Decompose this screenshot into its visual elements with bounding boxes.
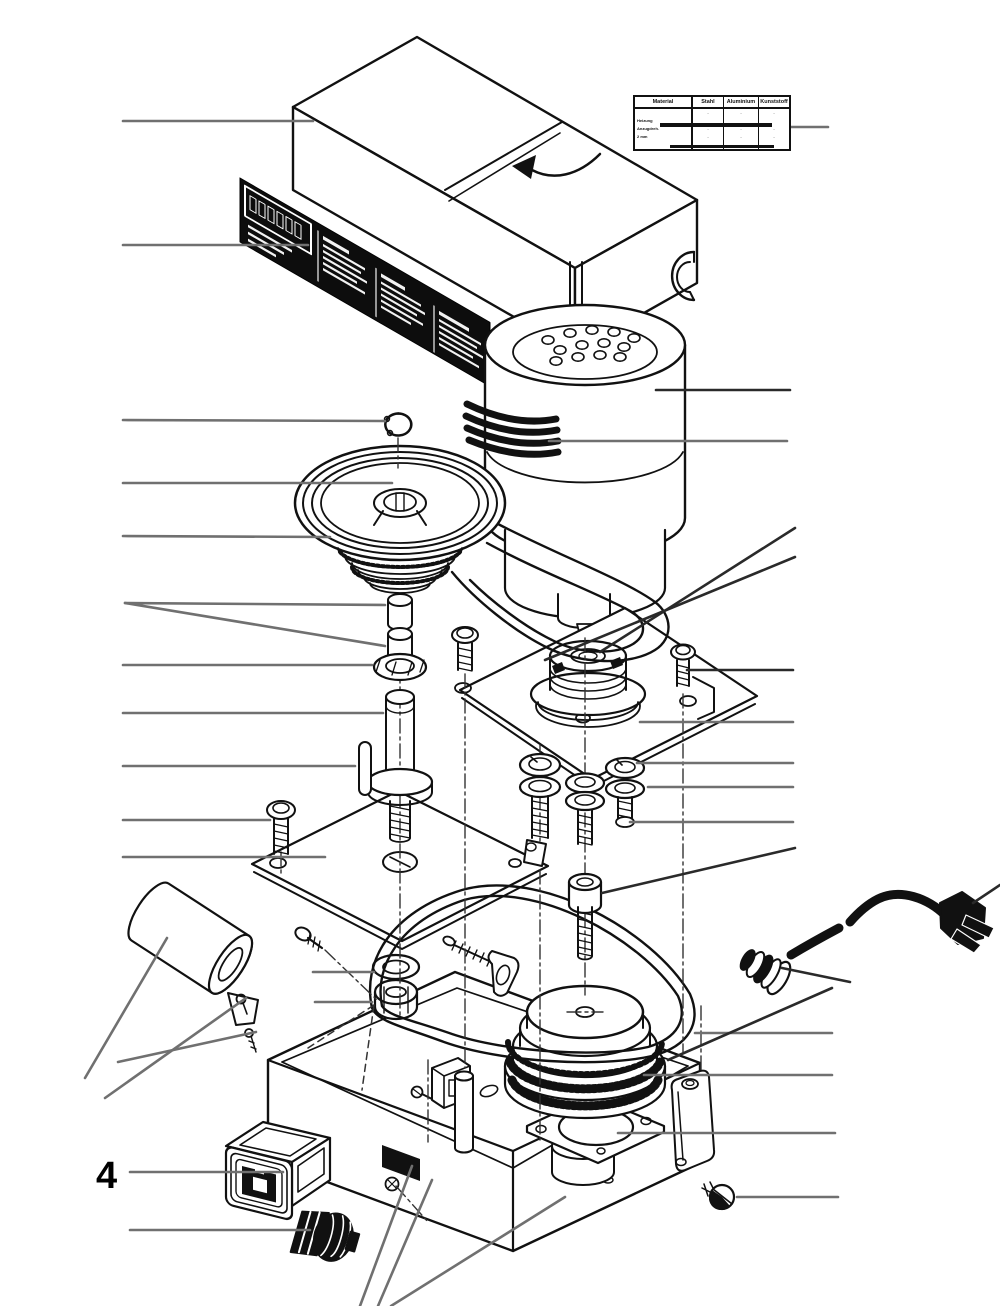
table-header-material: Material xyxy=(634,96,693,109)
brand-logo xyxy=(244,184,312,256)
lower-belt xyxy=(368,884,696,1064)
table-streak-2 xyxy=(670,145,774,148)
table-cell: - xyxy=(723,133,759,141)
power-cord xyxy=(739,890,995,996)
motor xyxy=(462,303,687,647)
power-switch-module xyxy=(224,1120,332,1221)
spindle-bearing xyxy=(372,652,428,682)
tilt-screw xyxy=(294,926,324,952)
materials-table: Material Stahl Aluminium Kunststoff ---H… xyxy=(633,95,791,151)
leader-connector xyxy=(780,966,852,984)
table-cell: - xyxy=(723,125,759,133)
nameplate-label xyxy=(239,177,491,387)
table-cell: - xyxy=(692,125,724,133)
washer-stack-b xyxy=(564,772,606,846)
leader-base-label xyxy=(358,1164,414,1306)
table-row: 2 mm--- xyxy=(634,133,790,141)
table-cell: - xyxy=(692,133,724,141)
leader-base-housing xyxy=(389,1195,567,1306)
table-row-label: Anzugdreh. xyxy=(634,125,693,133)
table-row: Anzugdreh.--- xyxy=(634,125,790,133)
table-row-label: Heizung xyxy=(634,117,693,125)
leader-plug xyxy=(971,883,1000,905)
spindle-washer-nut xyxy=(371,953,421,1021)
drive-pin xyxy=(358,741,372,796)
capacitor xyxy=(127,881,254,995)
table-header-aluminium: Aluminium xyxy=(723,96,759,109)
washer-stack-c xyxy=(604,756,646,828)
table-row: --- xyxy=(634,108,790,117)
table-cell xyxy=(723,117,759,125)
washer-stack-a xyxy=(518,752,562,867)
leader-socket-screw xyxy=(600,846,797,895)
thumb-screw xyxy=(701,1181,736,1211)
leader-clamp xyxy=(103,996,248,1100)
upper-belt xyxy=(450,522,670,663)
hidden-lines xyxy=(307,1004,375,1091)
belt-clamp xyxy=(442,935,520,997)
leader-clamp-screw xyxy=(116,1030,258,1064)
cover-latch-icon xyxy=(670,250,696,302)
table-streak-1 xyxy=(660,123,772,127)
leader-capacitor xyxy=(83,936,169,1080)
leader-pulley-cone xyxy=(121,534,332,539)
spacer-bushings xyxy=(387,593,413,663)
leader-lines xyxy=(83,119,1000,1306)
leader-retaining-ring xyxy=(121,418,387,423)
open-direction-arrow-icon xyxy=(512,152,602,179)
table-row-label xyxy=(634,108,693,117)
leader-bushing-2 xyxy=(123,601,387,648)
plate-screw-left xyxy=(266,800,296,855)
table-header-stahl: Stahl xyxy=(692,96,724,109)
leader-base-screw xyxy=(376,1178,434,1306)
support-post xyxy=(454,1070,474,1154)
table-cell: - xyxy=(773,126,775,131)
socket-head-screw xyxy=(567,872,603,961)
cable-gland xyxy=(289,1210,361,1262)
mount-screw-right xyxy=(670,643,696,687)
cord-connector xyxy=(739,949,792,996)
retaining-ring xyxy=(383,412,413,437)
motor-vent-holes xyxy=(541,324,641,366)
table-cell: - xyxy=(723,108,759,117)
table-cell: - xyxy=(773,110,775,115)
pulley-hub xyxy=(373,488,427,526)
leader-motor-pulley xyxy=(598,526,797,654)
capacitor-clamp xyxy=(227,992,259,1053)
table-cell: - xyxy=(773,134,775,139)
table-row-label: 2 mm xyxy=(634,133,693,141)
switch-screw xyxy=(410,1085,433,1100)
mount-screw-left xyxy=(451,626,479,672)
leader-upper-belt xyxy=(543,555,797,662)
base-front-screw xyxy=(384,1176,400,1192)
belt-cover xyxy=(291,35,699,354)
table-row: Heizung xyxy=(634,117,790,125)
pulley-cone xyxy=(337,547,463,594)
callout-4: 4 xyxy=(96,1155,117,1197)
table-cell xyxy=(692,117,724,125)
leader-bushing-1 xyxy=(123,601,387,607)
spindle-pulley xyxy=(293,444,507,594)
table-header-kunststoff: Kunststoff xyxy=(758,96,790,109)
side-bracket xyxy=(670,1069,716,1172)
table-cell: - xyxy=(692,108,724,117)
leader-pulley-grooves xyxy=(666,986,834,1062)
